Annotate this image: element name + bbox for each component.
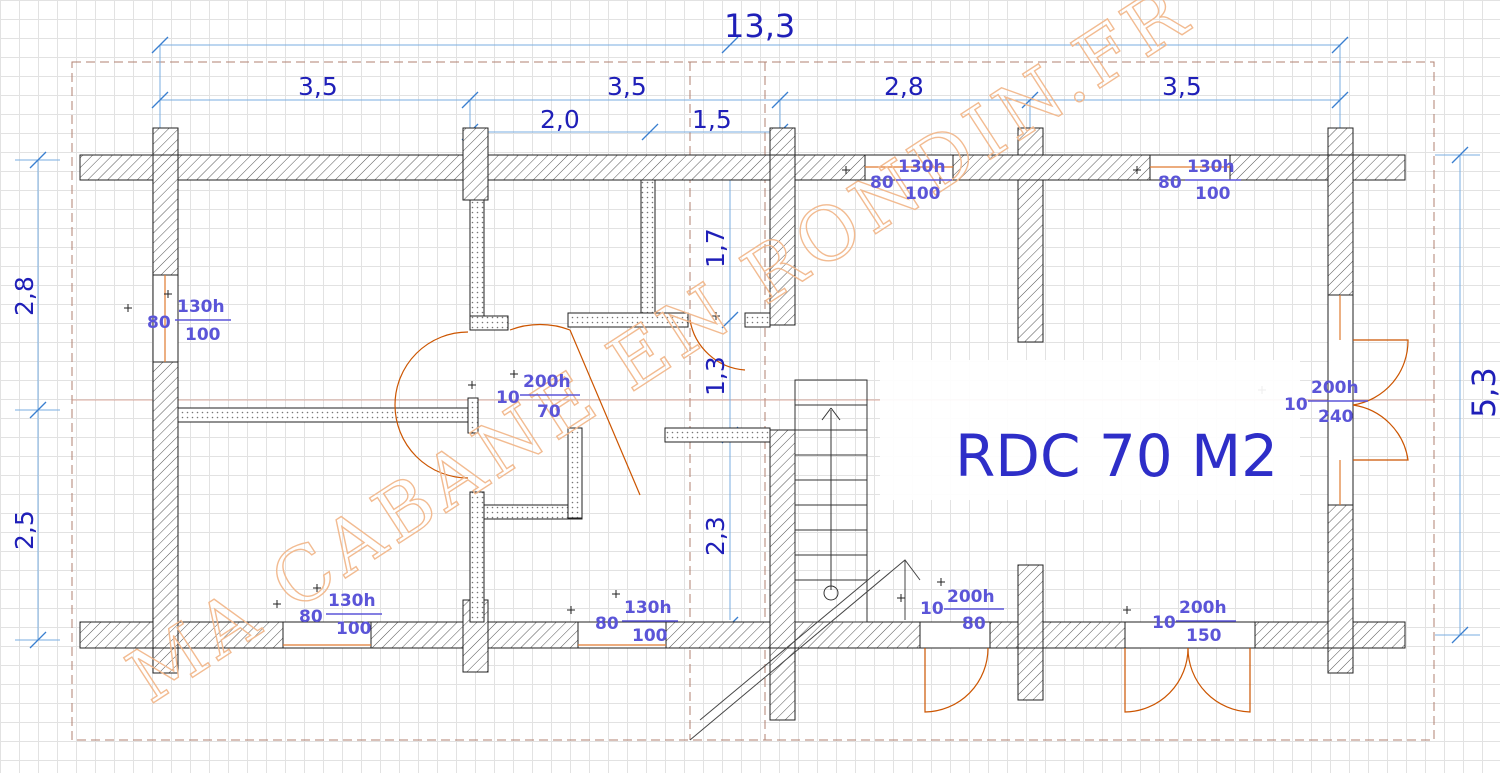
- svg-text:10: 10: [1284, 395, 1308, 415]
- dim-total-width: 5,3: [1465, 367, 1500, 418]
- svg-text:150: 150: [1186, 626, 1222, 646]
- dim-inner-2-3: 2,3: [701, 516, 730, 556]
- label-door-bottom-1: 10 200h 80: [920, 587, 1004, 634]
- label-window-top-1: 80 130h 100: [870, 157, 952, 204]
- svg-text:70: 70: [537, 402, 561, 422]
- dim-left-upper: 2,8: [10, 276, 39, 316]
- svg-text:100: 100: [185, 325, 221, 345]
- svg-text:200h: 200h: [947, 587, 995, 607]
- svg-text:10: 10: [920, 599, 944, 619]
- porch-outline: [689, 559, 921, 741]
- label-window-top-2: 80 130h 100: [1158, 157, 1241, 204]
- label-window-bottom-2: 80 130h 100: [595, 598, 678, 646]
- svg-text:130h: 130h: [328, 591, 376, 611]
- svg-text:80: 80: [147, 313, 171, 333]
- svg-text:130h: 130h: [177, 297, 225, 317]
- staircase: [794, 379, 868, 623]
- svg-text:100: 100: [336, 619, 372, 639]
- dim-left-lower: 2,5: [10, 510, 39, 550]
- svg-text:100: 100: [1195, 184, 1231, 204]
- svg-text:130h: 130h: [624, 598, 672, 618]
- plan-title: RDC 70 M2: [955, 422, 1278, 490]
- svg-text:100: 100: [905, 184, 941, 204]
- label-window-left: 80 130h 100: [147, 297, 231, 345]
- svg-text:80: 80: [595, 614, 619, 634]
- title-backdrop: [880, 360, 1300, 500]
- svg-text:240: 240: [1318, 407, 1354, 427]
- dim-inner-1-5: 1,5: [692, 105, 732, 134]
- label-door-right: 10 200h 240: [1284, 378, 1368, 427]
- dim-inner-1-7: 1,7: [701, 228, 730, 268]
- dim-inner-1-3: 1,3: [701, 356, 730, 396]
- svg-text:130h: 130h: [898, 157, 946, 177]
- label-door-bottom-2: 10 200h 150: [1152, 598, 1236, 646]
- window-frames: [164, 166, 1341, 646]
- dim-total-length: 13,3: [724, 7, 795, 45]
- dim-span-4: 3,5: [1162, 72, 1202, 101]
- svg-text:10: 10: [1152, 613, 1176, 633]
- svg-text:200h: 200h: [1311, 378, 1359, 398]
- svg-text:80: 80: [1158, 173, 1182, 193]
- interior-partitions: [177, 179, 771, 623]
- dim-span-1: 3,5: [298, 72, 338, 101]
- dimension-ticks: [29, 36, 1469, 649]
- svg-text:80: 80: [299, 607, 323, 627]
- outer-boundary: [71, 61, 1435, 741]
- svg-text:200h: 200h: [1179, 598, 1227, 618]
- dimension-lines: [15, 44, 1480, 641]
- dim-inner-2-0: 2,0: [540, 105, 580, 134]
- label-door-interior: 10 200h 70: [496, 372, 580, 422]
- svg-text:10: 10: [496, 388, 520, 408]
- svg-text:100: 100: [632, 626, 668, 646]
- dim-span-3: 2,8: [884, 72, 924, 101]
- dim-span-2: 3,5: [607, 72, 647, 101]
- svg-text:130h: 130h: [1187, 157, 1235, 177]
- door-swings: [394, 319, 1409, 713]
- label-window-bottom-1: 80 130h 100: [299, 591, 382, 639]
- svg-text:80: 80: [870, 173, 894, 193]
- svg-text:80: 80: [962, 614, 986, 634]
- svg-text:200h: 200h: [523, 372, 571, 392]
